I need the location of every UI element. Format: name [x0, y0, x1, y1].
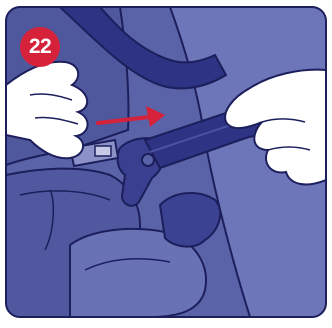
step-number-badge: 22 [20, 27, 60, 67]
